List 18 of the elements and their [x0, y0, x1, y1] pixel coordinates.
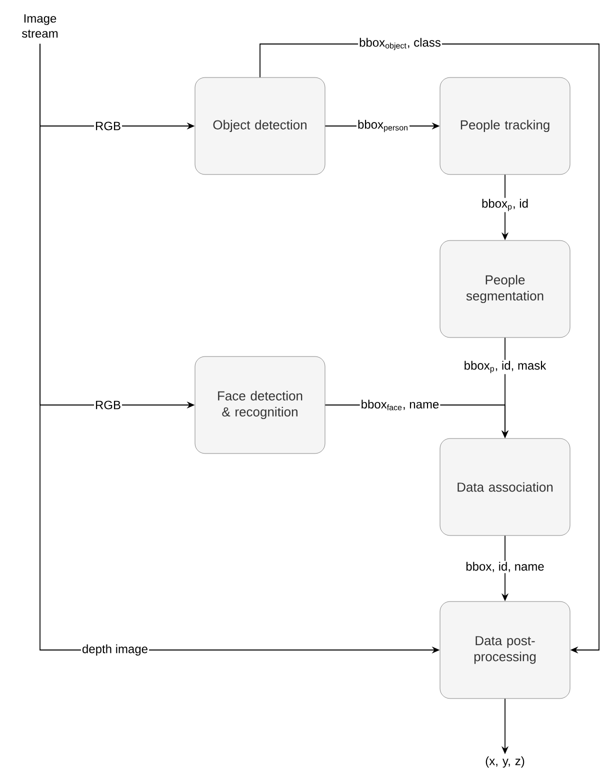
edge-label: bbox$_{person}$	[356, 118, 410, 134]
text-label: Image stream	[22, 14, 58, 38]
edge-label: depth image	[80, 643, 150, 657]
edge-label: bbox$_{object}$, class	[358, 36, 442, 52]
process-box: Data post-processing	[440, 601, 570, 699]
edge-label: bbox$_{p}$, id, mask	[462, 360, 548, 374]
process-box: Object detection	[194, 77, 326, 175]
edge-label: RGB	[94, 400, 122, 410]
process-box: People tracking	[440, 77, 570, 175]
edge-label: bbox$_{face}$, name	[360, 398, 440, 412]
process-box: Data association	[440, 438, 570, 536]
edge-label: bbox$_{p}$, id	[480, 198, 530, 212]
edge-label: RGB	[94, 120, 122, 132]
process-box: Face detection & recognition	[194, 356, 326, 454]
arrow	[260, 44, 600, 654]
text-label: (x, y, z)	[486, 756, 524, 768]
edge-label: bbox, id, name	[464, 560, 546, 574]
process-box: People segmentation	[440, 240, 570, 338]
